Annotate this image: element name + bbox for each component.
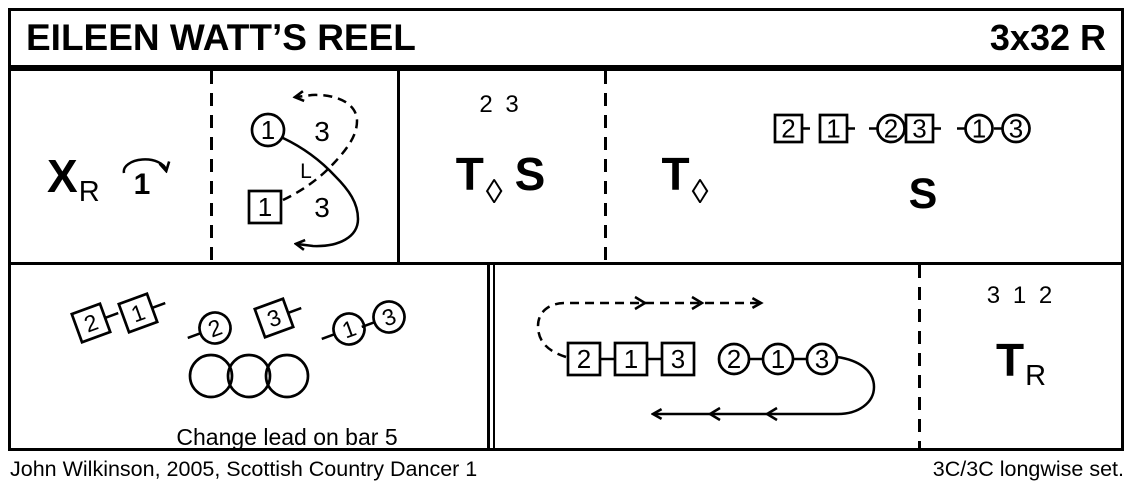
chase-arrowhead-right xyxy=(691,295,705,311)
woman-1-label: 1 xyxy=(261,115,275,145)
man-1-symbol: 1 xyxy=(117,292,166,334)
couples-2-3-label: 2 3 xyxy=(479,91,522,118)
set-symbol: S xyxy=(514,148,546,200)
bar-divider-dashed-2 xyxy=(604,71,607,262)
cell-divider-solid-row2-b xyxy=(492,265,495,448)
turn-both-hands-set-figure: T◊ S xyxy=(397,148,604,209)
svg-text:3: 3 xyxy=(264,304,285,333)
cross-hand-label: R xyxy=(78,176,100,208)
both-hands-lozenge-icon: ◊ xyxy=(485,173,503,211)
svg-text:1: 1 xyxy=(771,344,785,374)
promenade-diagram: 2 1 2 3 1 xyxy=(70,292,406,399)
woman-2-symbol xyxy=(876,113,906,144)
chase-arrowhead-right xyxy=(634,295,648,311)
left-hand-label: L xyxy=(300,160,312,183)
woman-3-symbol xyxy=(1001,113,1031,144)
lead-circle-3 xyxy=(264,353,310,399)
man-1-label: 1 xyxy=(258,192,272,222)
woman-1-symbol: 1 xyxy=(321,312,366,346)
chase-diagram: 2 1 3 2 1 3 xyxy=(536,295,876,422)
svg-text:3: 3 xyxy=(815,344,829,374)
svg-text:3: 3 xyxy=(671,344,685,374)
dance-title: EILEEN WATT’S REEL xyxy=(26,17,416,58)
lineup-diagram: 2 1 2 3 1 3 xyxy=(773,113,1031,144)
lead-circle-1 xyxy=(188,353,234,399)
svg-text:1: 1 xyxy=(826,114,840,144)
right-hand-label: R xyxy=(1025,360,1047,392)
svg-text:1: 1 xyxy=(339,315,360,344)
title-bar: EILEEN WATT’S REEL 3x32 R xyxy=(8,8,1124,68)
svg-text:2: 2 xyxy=(884,114,898,144)
bar-count: 1 xyxy=(134,168,151,201)
cast-figure: 1 1 3 3 L xyxy=(247,71,360,262)
turn-both-hands-figure: T◊ xyxy=(639,148,731,209)
turn-right-hand-figure: TR xyxy=(918,334,1124,391)
svg-text:2: 2 xyxy=(205,314,226,343)
row-divider xyxy=(8,262,1124,265)
svg-text:2: 2 xyxy=(577,344,591,374)
set-symbol: S xyxy=(908,170,938,218)
woman-1-symbol xyxy=(250,112,286,148)
cast-arrow-solid xyxy=(282,136,360,246)
promenade-note: Change lead on bar 5 xyxy=(176,424,398,450)
chase-arrowhead-left xyxy=(764,406,778,422)
woman-1-symbol xyxy=(964,113,994,144)
both-hands-lozenge-icon: ◊ xyxy=(691,173,709,211)
finish-order-label: 3 1 2 xyxy=(986,282,1056,309)
rotate-clockwise-arrow-icon: 1 xyxy=(122,158,179,201)
cross-right-figure: XR xyxy=(47,150,100,207)
credit-line: John Wilkinson, 2005, Scottish Country D… xyxy=(10,457,478,481)
third-place-top: 3 xyxy=(314,116,330,147)
cross-symbol: X xyxy=(47,150,78,202)
chase-arrow-bottom-solid xyxy=(654,355,876,414)
turn-symbol: T xyxy=(661,148,690,200)
cast-arrow-dashed xyxy=(282,95,359,202)
woman-2-symbol: 2 xyxy=(187,311,232,345)
bar-divider-dashed-3 xyxy=(918,265,921,448)
cell-divider-solid-row1 xyxy=(397,71,400,265)
turn-symbol: T xyxy=(995,334,1025,386)
lead-circle-2 xyxy=(226,353,272,399)
chase-arrow-top-dashed xyxy=(536,303,760,359)
man-3-symbol: 3 xyxy=(253,297,302,339)
svg-text:3: 3 xyxy=(1009,114,1023,144)
bar-divider-dashed-1 xyxy=(210,71,213,262)
svg-text:2: 2 xyxy=(727,344,741,374)
svg-text:3: 3 xyxy=(379,303,400,332)
svg-text:1: 1 xyxy=(624,344,638,374)
dance-code: 3x32 R xyxy=(989,17,1106,58)
chase-arrowhead-left xyxy=(707,406,721,422)
svg-text:1: 1 xyxy=(128,299,149,328)
man-1-symbol xyxy=(247,189,283,225)
man-2-symbol: 2 xyxy=(70,302,119,344)
svg-text:3: 3 xyxy=(912,114,926,144)
third-place-bottom: 3 xyxy=(314,192,330,223)
cell-divider-solid-row2-a xyxy=(487,265,490,448)
diagram-grid: XR 1 1 1 3 3 L 2 3 T◊S xyxy=(8,68,1124,451)
turn-symbol: T xyxy=(455,148,484,200)
svg-text:2: 2 xyxy=(781,114,795,144)
svg-text:1: 1 xyxy=(972,114,986,144)
svg-text:2: 2 xyxy=(81,309,102,338)
set-type-label: 3C/3C longwise set. xyxy=(932,457,1124,481)
